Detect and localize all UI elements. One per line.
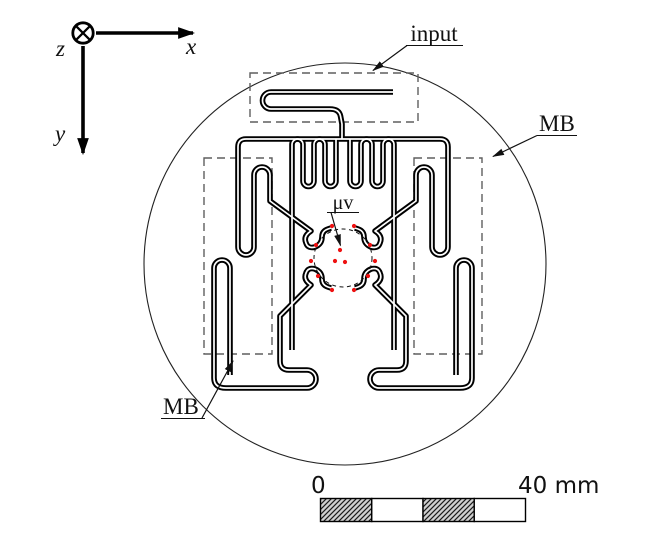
red-dot	[351, 223, 357, 229]
scale-zero-label: 0	[311, 473, 326, 499]
micro-valve-leader-arrow	[330, 212, 342, 247]
input-leader-arrow	[372, 45, 408, 72]
x-axis-label: x	[185, 34, 197, 59]
red-dot	[313, 242, 319, 248]
scale-max-label: 40 mm	[518, 473, 599, 499]
scale-segment-plain	[473, 497, 527, 523]
red-dot	[365, 273, 371, 279]
z-axis-into-page-icon	[71, 21, 95, 45]
red-dot	[351, 287, 357, 293]
mb-label-right: MB	[539, 111, 575, 136]
red-dot	[308, 258, 314, 264]
z-axis-cross-icon	[75, 25, 91, 41]
red-dot-markers	[308, 223, 378, 293]
red-dot	[332, 258, 338, 264]
red-dot	[337, 247, 343, 253]
input-label: input	[410, 21, 458, 46]
red-dot	[329, 287, 335, 293]
red-dot	[315, 273, 321, 279]
coordinate-axes: x y z	[53, 21, 197, 156]
scale-segment-plain	[371, 497, 424, 523]
red-dot	[367, 242, 373, 248]
wafer-outline-circle	[143, 62, 547, 466]
mb-right-leader-arrow	[492, 134, 538, 158]
red-dot	[372, 258, 378, 264]
red-dot	[329, 223, 335, 229]
center-dashed-circle	[313, 228, 373, 288]
mb-label-left: MB	[163, 394, 199, 419]
mb-left-leader-arrow	[201, 360, 234, 419]
y-axis-label: y	[53, 121, 66, 146]
trace-outlines	[214, 92, 472, 388]
input-region-box	[249, 72, 419, 123]
red-dot	[342, 259, 348, 265]
z-axis-label: z	[55, 36, 65, 61]
micro-valve-label: μv	[333, 192, 354, 214]
scale-segment-hatched	[319, 497, 373, 523]
scale-segment-hatched	[422, 497, 475, 523]
scale-bar: 0 40 mm	[311, 473, 599, 523]
annotations: input MB MB μv	[161, 21, 577, 420]
